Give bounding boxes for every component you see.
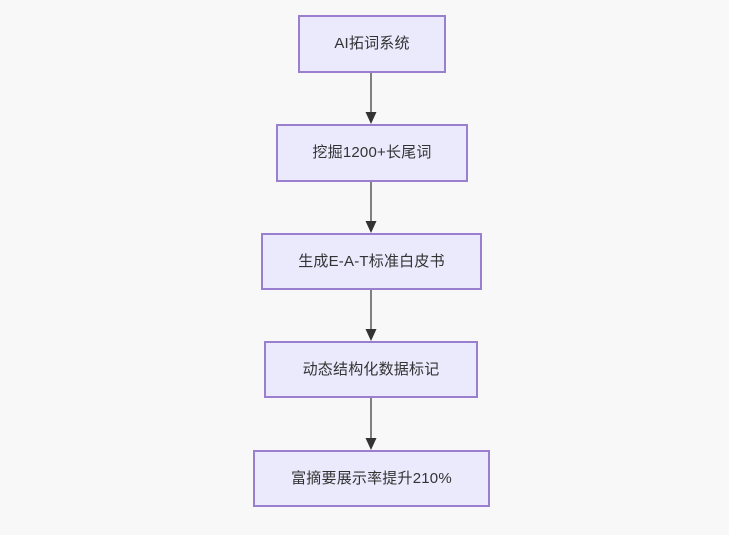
node-label: AI拓词系统 xyxy=(334,35,410,52)
node-label: 动态结构化数据标记 xyxy=(302,360,440,378)
flowchart-node-rich-snippet-impression-uplift[interactable]: 富摘要展示率提升210% xyxy=(253,450,490,507)
edge-n1-n2 xyxy=(361,73,381,124)
node-label: 富摘要展示率提升210% xyxy=(291,469,452,487)
flowchart-node-dynamic-structured-data-markup[interactable]: 动态结构化数据标记 xyxy=(264,341,478,398)
edge-n3-n4 xyxy=(361,290,381,341)
flowchart-node-ai-keyword-system[interactable]: AI拓词系统 xyxy=(298,15,446,73)
flowchart-node-generate-eat-whitepaper[interactable]: 生成E-A-T标准白皮书 xyxy=(261,233,482,290)
node-label: 生成E-A-T标准白皮书 xyxy=(298,252,445,270)
edge-n2-n3 xyxy=(361,182,381,233)
edge-n4-n5 xyxy=(361,398,381,450)
flowchart-node-mine-longtail-keywords[interactable]: 挖掘1200+长尾词 xyxy=(276,124,468,182)
node-label: 挖掘1200+长尾词 xyxy=(312,144,432,161)
